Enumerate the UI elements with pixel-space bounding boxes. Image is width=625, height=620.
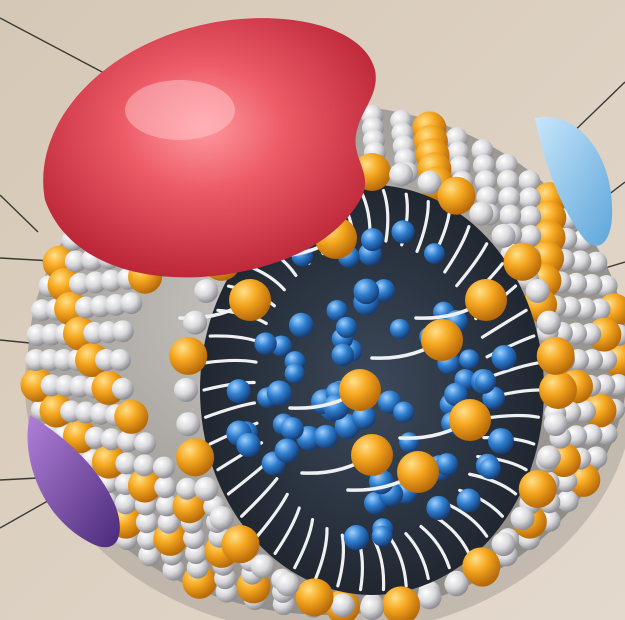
- triglyceride-head: [421, 319, 463, 361]
- triglyceride-head: [229, 279, 271, 321]
- cholesteryl-ester: [488, 428, 514, 454]
- phospholipid-head-white: [499, 205, 521, 227]
- rim-head-white: [251, 554, 275, 578]
- rim-head-white: [183, 311, 207, 335]
- triglyceride-head: [339, 369, 381, 411]
- rim-head-orange: [169, 337, 207, 375]
- triglyceride-head: [351, 434, 393, 476]
- cholesteryl-ester: [424, 243, 445, 264]
- rim-head-white: [331, 593, 355, 617]
- cholesteryl-ester: [475, 371, 496, 392]
- cholesteryl-ester: [314, 425, 338, 449]
- cholesteryl-ester: [492, 345, 517, 370]
- rim-head-orange: [503, 243, 541, 281]
- phospholipid-head-white: [109, 349, 131, 371]
- rim-head-white: [417, 585, 441, 609]
- rim-head-orange: [221, 525, 259, 563]
- cholesteryl-ester: [390, 319, 410, 339]
- rim-head-orange: [539, 371, 577, 409]
- cholesteryl-ester: [285, 363, 305, 383]
- triglyceride-head: [397, 451, 439, 493]
- rim-head-white: [210, 506, 234, 530]
- triglyceride-head: [465, 279, 507, 321]
- cholesteryl-ester: [254, 332, 276, 354]
- rim-head-orange: [519, 470, 557, 508]
- rim-head-white: [469, 202, 493, 226]
- phospholipid-head-white: [112, 378, 134, 400]
- rim-head-white: [537, 311, 561, 335]
- cholesteryl-ester: [480, 458, 501, 479]
- cholesteryl-ester: [332, 344, 354, 366]
- rim-head-white: [276, 572, 300, 596]
- rim-head-orange: [296, 578, 334, 616]
- phospholipid-head-orange: [114, 400, 148, 434]
- rim-head-white: [492, 532, 516, 556]
- rim-head-white: [194, 477, 218, 501]
- phospholipid-head-white: [154, 476, 176, 498]
- rim-head-orange: [462, 547, 500, 585]
- rim-head-white: [176, 412, 200, 436]
- cholesteryl-ester: [361, 228, 384, 251]
- cholesteryl-ester: [457, 489, 481, 513]
- rim-head-white: [360, 596, 384, 620]
- cholesteryl-ester: [391, 220, 414, 243]
- cholesteryl-ester: [426, 496, 450, 520]
- rim-head-white: [444, 572, 468, 596]
- phospholipid-head-white: [120, 292, 142, 314]
- rim-head-white: [526, 279, 550, 303]
- rim-head-white: [194, 279, 218, 303]
- cholesteryl-ester: [354, 279, 380, 305]
- rim-head-orange: [437, 177, 475, 215]
- cholesteryl-ester: [436, 453, 458, 475]
- cholesteryl-ester: [281, 417, 304, 440]
- phospholipid-head-white: [134, 454, 156, 476]
- rim-head-orange: [537, 337, 575, 375]
- cholesteryl-ester: [227, 379, 251, 403]
- cholesteryl-ester: [459, 349, 479, 369]
- triglyceride-head: [449, 399, 491, 441]
- cholesteryl-ester: [372, 526, 393, 547]
- cholesteryl-ester: [289, 313, 314, 338]
- rim-head-white: [174, 378, 198, 402]
- rim-head-orange: [176, 438, 214, 476]
- rim-head-white: [417, 171, 441, 195]
- cholesteryl-ester: [275, 438, 299, 462]
- phospholipid-head-white: [153, 456, 175, 478]
- cholesteryl-ester: [336, 317, 357, 338]
- rim-head-white: [537, 445, 561, 469]
- phospholipid-head-white: [134, 432, 156, 454]
- rim-head-white: [389, 163, 413, 187]
- rim-head-white: [492, 224, 516, 248]
- cholesteryl-ester: [267, 380, 292, 405]
- cholesteryl-ester: [393, 402, 414, 423]
- cholesteryl-ester: [399, 432, 419, 452]
- rim-head-white: [510, 506, 534, 530]
- apolipoprotein-red-highlight: [125, 80, 235, 140]
- cholesteryl-ester: [236, 433, 260, 457]
- cholesteryl-ester: [344, 525, 369, 550]
- phospholipid-head-white: [112, 320, 134, 342]
- rim-head-white: [544, 412, 568, 436]
